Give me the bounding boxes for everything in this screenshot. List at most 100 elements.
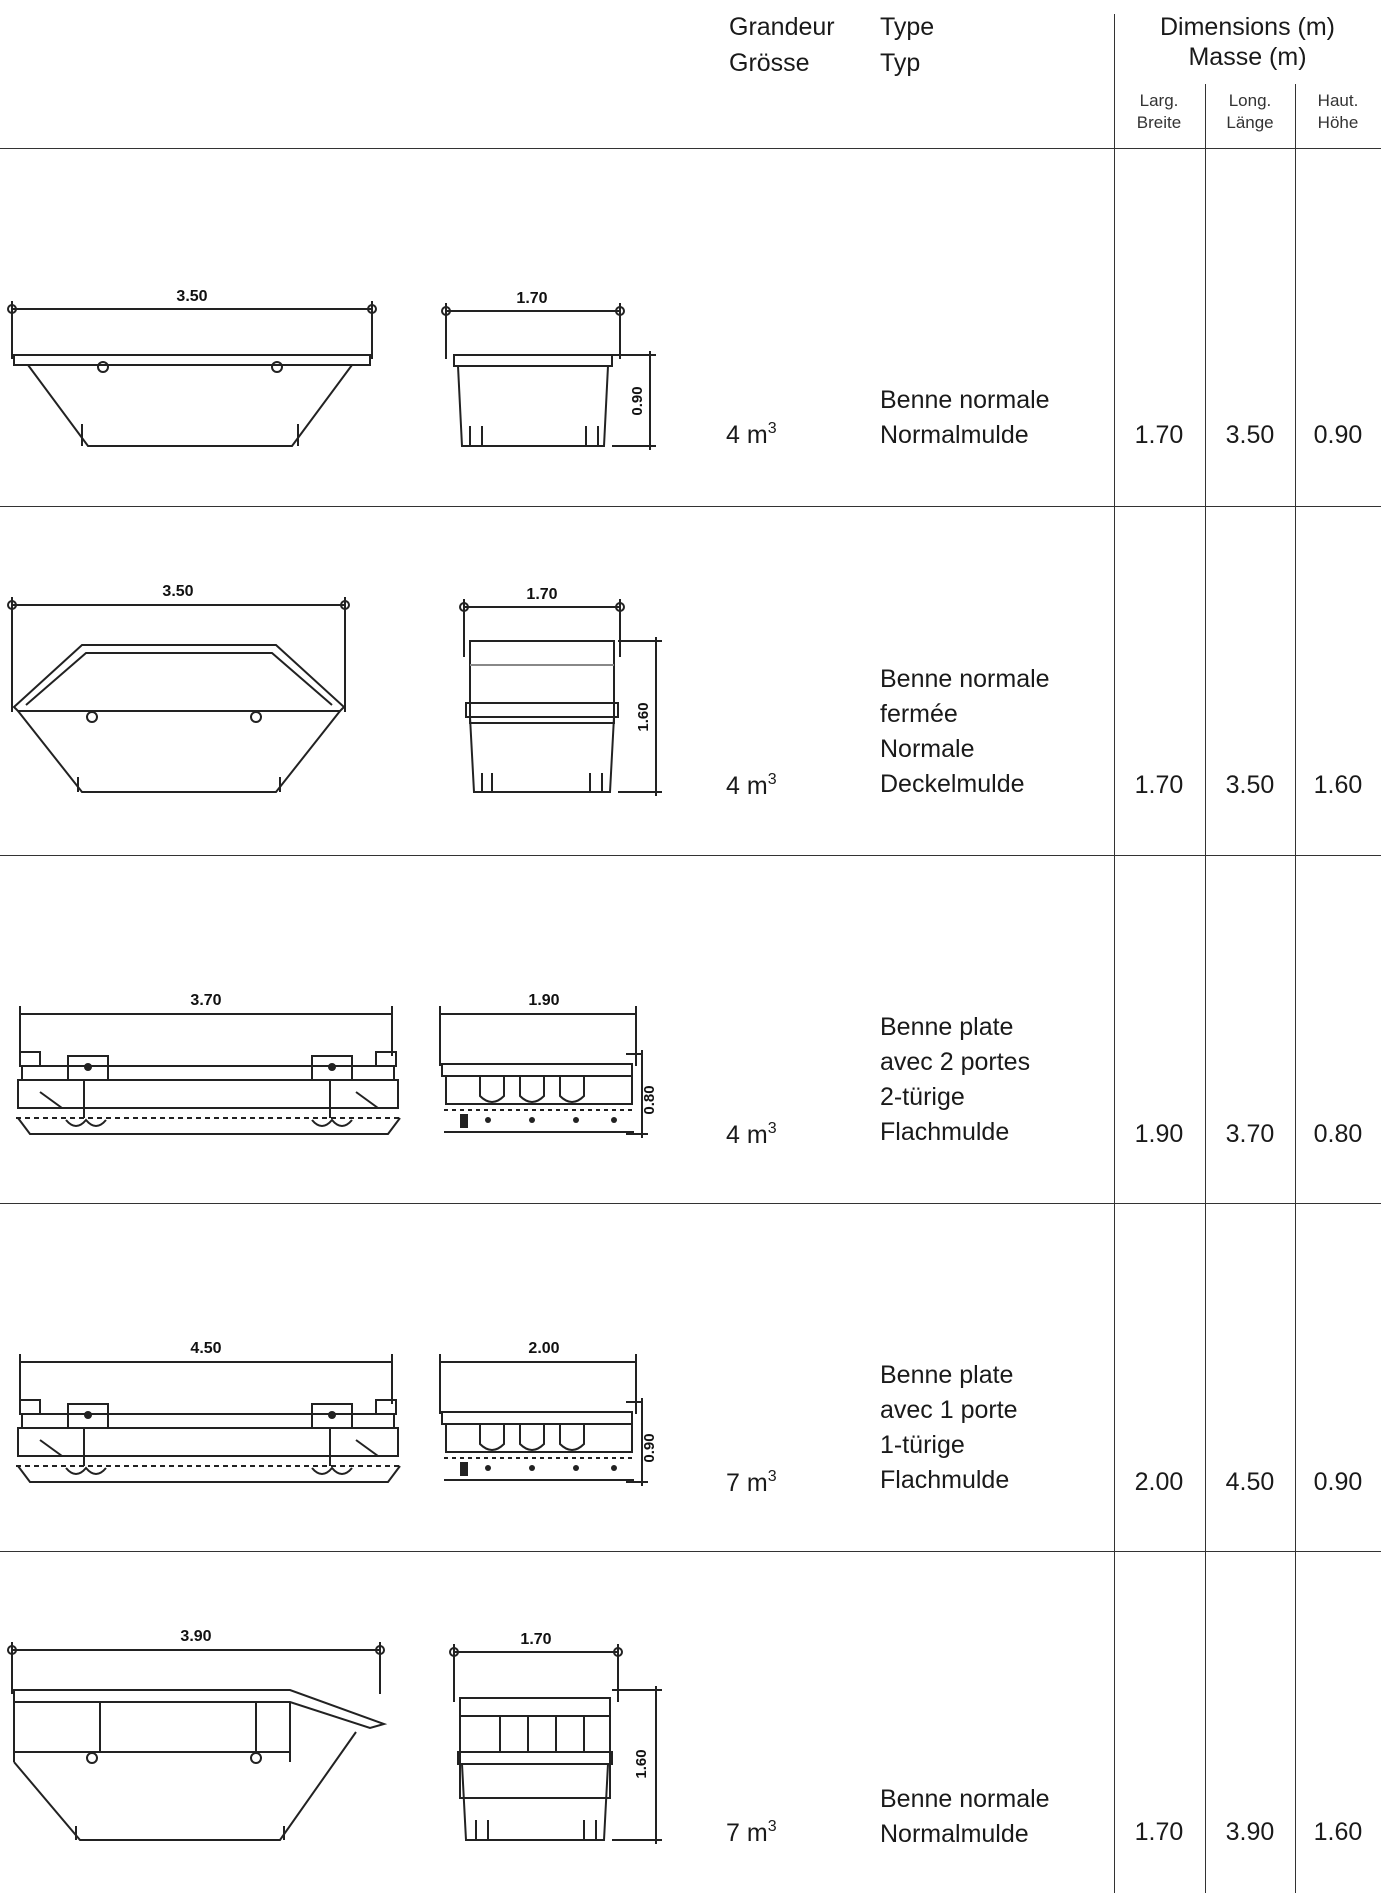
width-value: 1.70 [1134, 1818, 1184, 1846]
header-dimensions-de: Masse (m) [1188, 43, 1307, 71]
size-value: 7 m [726, 1819, 768, 1847]
container-type: Benne normale Normalmulde [880, 1782, 1050, 1852]
height-value: 0.90 [1313, 1468, 1363, 1496]
type-line: fermée [880, 700, 958, 728]
front-dimension-label: 1.90 [528, 992, 559, 1009]
divider-header [0, 148, 1381, 149]
container-type: Benne plate avec 2 portes 2-türige Flach… [880, 1010, 1030, 1150]
front-dimension-label: 1.70 [520, 1631, 551, 1648]
table-row: 4.50 2.00 0.90 7 m3 Benne plate avec 1 p… [0, 1204, 1381, 1551]
front-view-drawing: 2.00 0.90 [439, 1340, 658, 1486]
type-line: Normalmulde [880, 421, 1029, 449]
side-view-drawing: 3.90 [7, 1628, 388, 1841]
height-value: 0.90 [1313, 421, 1363, 449]
size-exponent: 3 [767, 771, 777, 788]
header-height-de: Höhe [1317, 113, 1359, 132]
type-line: Benne plate [880, 1013, 1014, 1041]
type-line: Flachmulde [880, 1466, 1010, 1494]
type-line: Normalmulde [880, 1820, 1029, 1848]
size-exponent: 3 [767, 1120, 777, 1137]
header-dimensions-fr: Dimensions (m) [1159, 13, 1336, 41]
height-dimension-label: 0.90 [629, 386, 646, 415]
length-value: 3.70 [1225, 1120, 1275, 1148]
divider-vertical-main [1114, 14, 1115, 1893]
type-line: Deckelmulde [880, 770, 1025, 798]
divider-row-4 [0, 1551, 1381, 1552]
height-value: 0.80 [1313, 1120, 1363, 1148]
front-view-drawing: 1.70 0.90 [441, 290, 656, 450]
height-value: 1.60 [1313, 771, 1363, 799]
front-view-drawing: 1.90 0.80 [439, 992, 658, 1138]
side-view-drawing: 3.70 [16, 992, 401, 1135]
side-dimension-label: 4.50 [190, 1340, 221, 1357]
header-size-fr: Grandeur [729, 13, 835, 41]
front-dimension-label: 1.70 [526, 586, 557, 603]
header-size-de: Grösse [729, 49, 810, 77]
height-dimension-label: 0.90 [641, 1433, 658, 1462]
header-height-fr: Haut. [1317, 91, 1359, 110]
container-size: 4 m3 [726, 1120, 777, 1150]
divider-row-2 [0, 855, 1381, 856]
size-value: 4 m [726, 1121, 768, 1149]
container-size: 4 m3 [726, 420, 777, 450]
length-value: 3.50 [1225, 421, 1275, 449]
height-dimension-label: 1.60 [633, 1749, 650, 1778]
side-view-drawing: 4.50 [16, 1340, 401, 1483]
divider-vertical-height [1295, 84, 1296, 1893]
size-exponent: 3 [767, 1468, 777, 1485]
container-size: 7 m3 [726, 1468, 777, 1498]
divider-vertical-length [1205, 84, 1206, 1893]
front-dimension-label: 2.00 [528, 1340, 559, 1357]
width-value: 1.90 [1134, 1120, 1184, 1148]
size-value: 7 m [726, 1469, 768, 1497]
side-view-drawing: 3.50 [7, 288, 377, 447]
header-type-de: Typ [880, 49, 921, 77]
header-type-fr: Type [880, 13, 935, 41]
width-value: 1.70 [1134, 421, 1184, 449]
size-exponent: 3 [767, 420, 777, 437]
header-length-de: Länge [1226, 113, 1274, 132]
length-value: 3.90 [1225, 1818, 1275, 1846]
height-dimension-label: 1.60 [635, 702, 652, 731]
side-dimension-label: 3.70 [190, 992, 221, 1009]
side-view-drawing: 3.50 [7, 583, 350, 793]
table-row: 3.50 1.70 0.90 4 m3 Benne normale Normal… [0, 149, 1381, 506]
divider-row-1 [0, 506, 1381, 507]
type-line: Benne normale [880, 665, 1050, 693]
container-type: Benne plate avec 1 porte 1-türige Flachm… [880, 1358, 1018, 1498]
width-value: 2.00 [1134, 1468, 1184, 1496]
container-type: Benne normale Normalmulde [880, 383, 1050, 453]
container-type: Benne normale fermée Normale Deckelmulde [880, 662, 1050, 802]
table-row: 3.90 1.70 1.60 7 m3 Benne normale Normal… [0, 1552, 1381, 1893]
container-size: 4 m3 [726, 771, 777, 801]
type-line: 2-türige [880, 1083, 965, 1111]
length-value: 4.50 [1225, 1468, 1275, 1496]
table-row: 3.70 1.90 0.80 4 m3 Benne plate avec 2 p… [0, 856, 1381, 1203]
type-line: Normale [880, 735, 975, 763]
size-value: 4 m [726, 421, 768, 449]
size-exponent: 3 [767, 1818, 777, 1835]
front-dimension-label: 1.70 [516, 290, 547, 307]
type-line: Benne normale [880, 1785, 1050, 1813]
type-line: avec 2 portes [880, 1048, 1031, 1076]
type-line: avec 1 porte [880, 1396, 1018, 1424]
header-length-fr: Long. [1228, 91, 1272, 110]
height-dimension-label: 0.80 [641, 1085, 658, 1114]
front-view-drawing: 1.70 1.60 [459, 586, 662, 796]
type-line: Flachmulde [880, 1118, 1010, 1146]
side-dimension-label: 3.90 [180, 1628, 211, 1645]
type-line: Benne normale [880, 386, 1050, 414]
type-line: 1-türige [880, 1431, 965, 1459]
height-value: 1.60 [1313, 1818, 1363, 1846]
side-dimension-label: 3.50 [176, 288, 207, 305]
type-line: Benne plate [880, 1361, 1014, 1389]
length-value: 3.50 [1225, 771, 1275, 799]
size-value: 4 m [726, 772, 768, 800]
header-width-fr: Larg. [1139, 91, 1179, 110]
header-width-de: Breite [1136, 113, 1182, 132]
divider-row-3 [0, 1203, 1381, 1204]
container-size: 7 m3 [726, 1818, 777, 1848]
front-view-drawing: 1.70 1.60 [449, 1631, 662, 1844]
table-row: 3.50 1.70 1.60 4 m3 Benne normale fermée… [0, 507, 1381, 855]
width-value: 1.70 [1134, 771, 1184, 799]
